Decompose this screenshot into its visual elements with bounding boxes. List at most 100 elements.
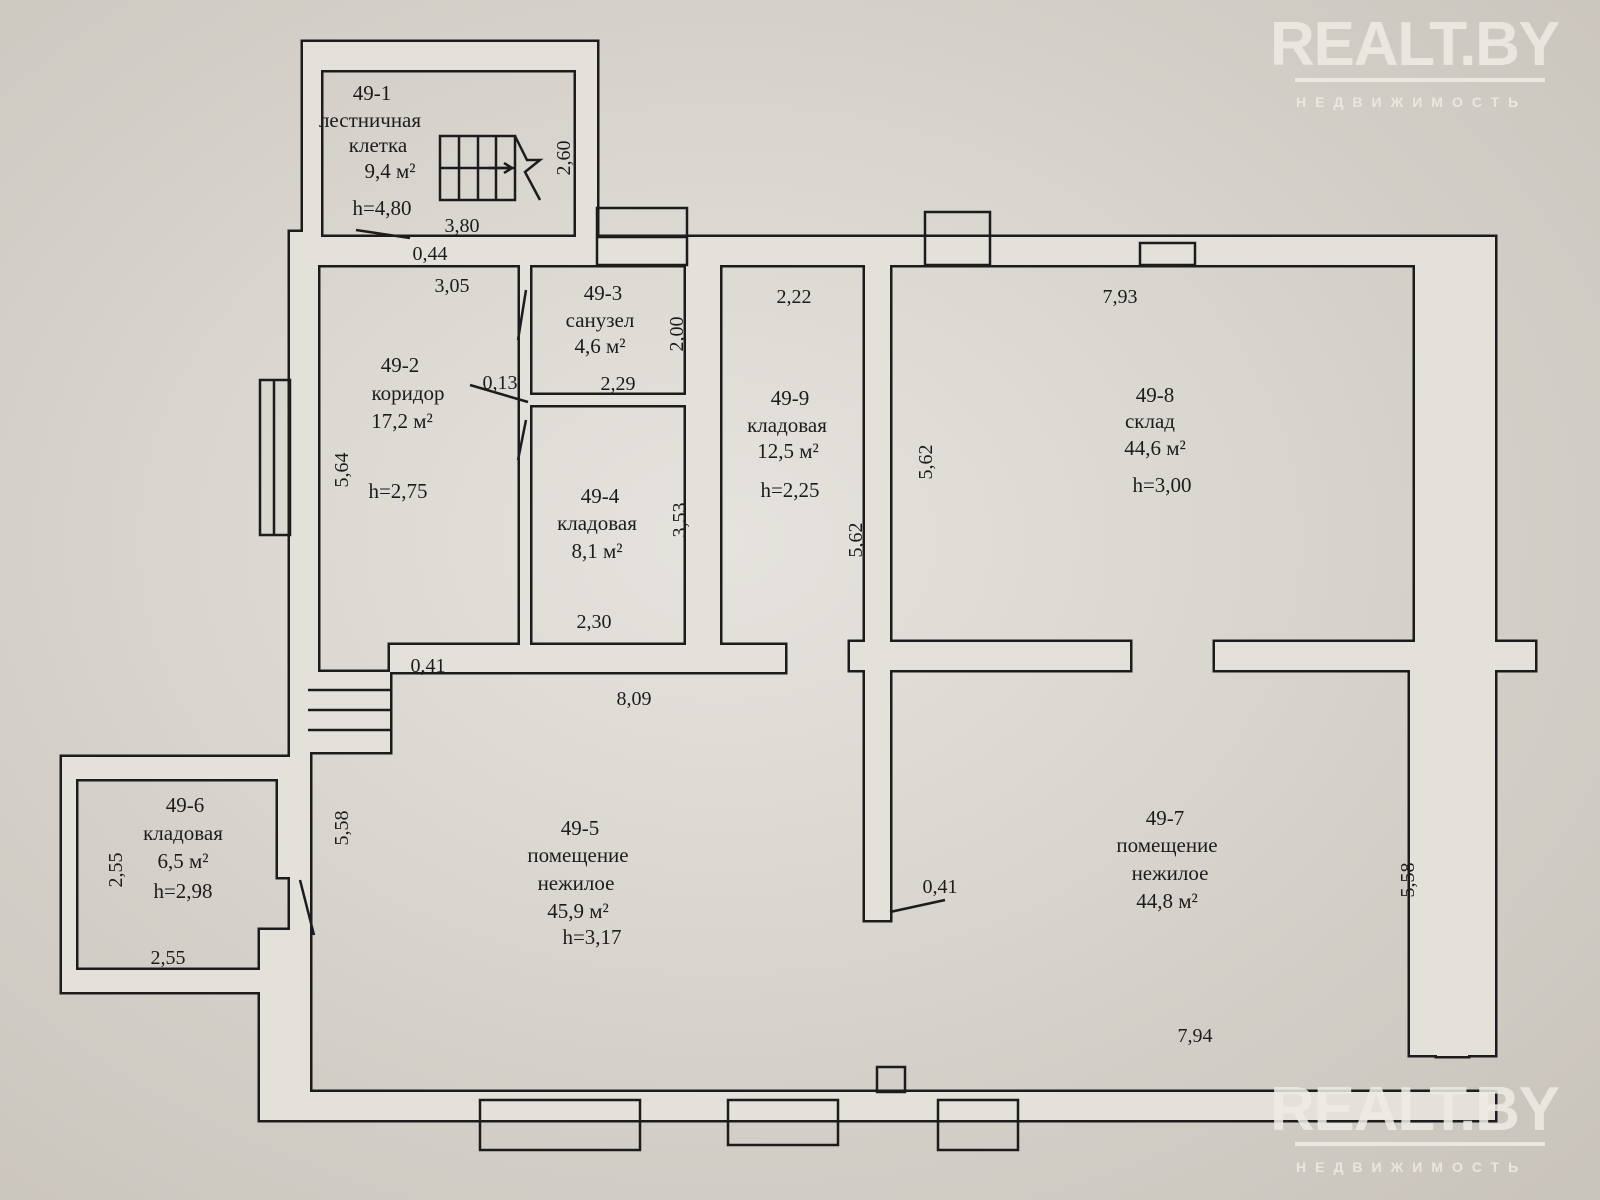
wall-fill	[390, 645, 785, 672]
svg-text:0,13: 0,13	[483, 372, 518, 394]
room-49-8: 49-8 склад 44,6 м² h=3,00	[1124, 383, 1191, 497]
room-49-1: 49-1 лестничная клетка 9,4 м² h=4,80	[319, 81, 421, 220]
realt-watermark-bottom: REALT.BY НЕДВИЖИМОСТЬ	[1270, 1075, 1560, 1175]
room-49-6: 49-6 кладовая 6,5 м² h=2,98	[143, 793, 223, 903]
dimension-leader	[469, 383, 529, 404]
stair-arrow-icon	[488, 161, 515, 175]
wall-fill	[303, 42, 597, 70]
wall-fill	[308, 672, 390, 752]
svg-text:49-3: 49-3	[584, 281, 623, 305]
svg-text:h=4,80: h=4,80	[352, 196, 411, 220]
svg-text:коридор: коридор	[371, 381, 444, 405]
dimension-leader	[355, 228, 411, 240]
svg-text:нежилое: нежилое	[1132, 861, 1209, 885]
svg-text:НЕДВИЖИМОСТЬ: НЕДВИЖИМОСТЬ	[1296, 94, 1527, 110]
svg-text:8,09: 8,09	[617, 688, 652, 710]
wall-fill	[303, 42, 321, 242]
svg-text:5,58: 5,58	[1397, 863, 1419, 898]
wall-fill	[318, 237, 330, 265]
svg-text:49-5: 49-5	[561, 816, 600, 840]
svg-text:49-4: 49-4	[581, 484, 620, 508]
svg-text:0,41: 0,41	[923, 876, 958, 898]
svg-text:49-7: 49-7	[1146, 806, 1185, 830]
wall-fill	[1410, 670, 1437, 1055]
svg-text:2,29: 2,29	[601, 373, 636, 395]
wall-fill	[290, 237, 1495, 265]
svg-text:h=2,25: h=2,25	[760, 478, 819, 502]
svg-text:h=3,17: h=3,17	[562, 925, 621, 949]
wall-fill	[865, 265, 890, 920]
room-49-7: 49-7 помещение нежилое 44,8 м²	[1116, 806, 1217, 913]
dimensions: 3,80 0,44 3,05 2,60 2,00 0,13 2,29 3,53 …	[105, 141, 1419, 1048]
wall-fill	[278, 757, 300, 877]
svg-text:7,94: 7,94	[1178, 1025, 1213, 1047]
svg-text:12,5 м²: 12,5 м²	[757, 439, 819, 463]
door-swing	[516, 419, 528, 461]
wall-fill	[1437, 668, 1468, 1056]
svg-text:49-1: 49-1	[353, 81, 392, 105]
svg-text:2,22: 2,22	[777, 286, 812, 308]
wall-fill	[520, 265, 530, 645]
wall-fill	[62, 757, 300, 779]
svg-text:0,44: 0,44	[413, 243, 448, 265]
svg-text:REALT.BY: REALT.BY	[1270, 10, 1560, 79]
room-49-5: 49-5 помещение нежилое 45,9 м² h=3,17	[527, 816, 628, 949]
svg-text:h=2,98: h=2,98	[153, 879, 212, 903]
svg-text:кладовая: кладовая	[557, 511, 637, 535]
svg-text:49-8: 49-8	[1136, 383, 1175, 407]
svg-text:склад: склад	[1125, 409, 1175, 433]
svg-text:нежилое: нежилое	[538, 871, 615, 895]
svg-text:9,4 м²: 9,4 м²	[364, 159, 415, 183]
svg-text:0,41: 0,41	[411, 655, 446, 677]
wall-fill	[576, 70, 597, 240]
svg-text:клетка: клетка	[349, 133, 408, 157]
svg-text:4,6 м²: 4,6 м²	[574, 334, 625, 358]
wall-fill	[290, 232, 318, 672]
svg-text:49-9: 49-9	[771, 386, 810, 410]
svg-text:помещение: помещение	[527, 843, 628, 867]
wall-fill	[850, 642, 1130, 670]
svg-text:2,60: 2,60	[553, 141, 575, 176]
wall-fill	[290, 1092, 1495, 1120]
svg-text:44,8 м²: 44,8 м²	[1136, 889, 1198, 913]
room-49-3: 49-3 санузел 4,6 м²	[566, 281, 635, 358]
svg-text:2,00: 2,00	[666, 317, 688, 352]
svg-text:3,80: 3,80	[445, 215, 480, 237]
wall-fill	[1437, 265, 1468, 645]
dimension-leader	[889, 898, 946, 914]
svg-text:45,9 м²: 45,9 м²	[547, 899, 609, 923]
room-49-4: 49-4 кладовая 8,1 м²	[557, 484, 637, 563]
wall-fill	[62, 970, 300, 992]
wall-fill	[530, 395, 686, 405]
window	[936, 1098, 1020, 1152]
svg-text:НЕДВИЖИМОСТЬ: НЕДВИЖИМОСТЬ	[1296, 1159, 1527, 1175]
room-49-2: 49-2 коридор 17,2 м² h=2,75	[368, 353, 444, 503]
svg-text:кладовая: кладовая	[143, 821, 223, 845]
window	[923, 210, 992, 267]
pilaster	[875, 1065, 907, 1094]
svg-text:2,55: 2,55	[105, 853, 127, 888]
door-swing	[516, 289, 528, 341]
svg-text:5,62: 5,62	[845, 523, 867, 558]
wall-fill	[1415, 265, 1437, 645]
svg-text:6,5 м²: 6,5 м²	[157, 849, 208, 873]
svg-text:2,30: 2,30	[577, 611, 612, 633]
svg-text:REALT.BY: REALT.BY	[1270, 1075, 1560, 1144]
svg-text:помещение: помещение	[1116, 833, 1217, 857]
svg-text:44,6 м²: 44,6 м²	[1124, 436, 1186, 460]
svg-text:5,62: 5,62	[915, 445, 937, 480]
plan-details	[258, 134, 1197, 1152]
svg-text:3,05: 3,05	[435, 275, 470, 297]
svg-text:санузел: санузел	[566, 308, 635, 332]
svg-text:17,2 м²: 17,2 м²	[371, 409, 433, 433]
svg-text:3,53: 3,53	[669, 503, 691, 538]
door-swing	[298, 879, 316, 936]
window	[726, 1098, 840, 1147]
svg-text:2,55: 2,55	[151, 947, 186, 969]
realt-watermark-top: REALT.BY НЕДВИЖИМОСТЬ	[1270, 10, 1560, 110]
wall-fill	[686, 265, 720, 645]
wall-fill	[1215, 642, 1535, 670]
svg-text:h=3,00: h=3,00	[1132, 473, 1191, 497]
